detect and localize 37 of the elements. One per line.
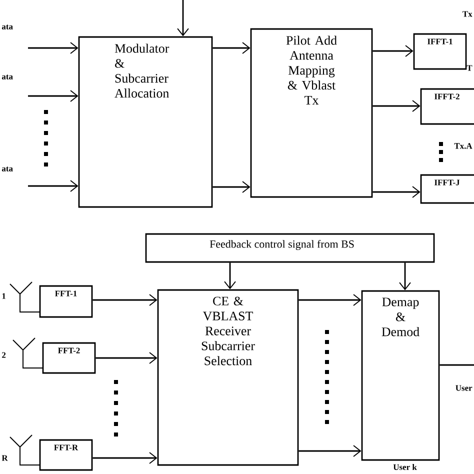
arrow [28, 90, 78, 102]
fft-box: IFFT-1 [413, 33, 467, 70]
cut-label: 2 [2, 352, 6, 358]
fft-box: FFT-2 [42, 342, 96, 374]
arrow [177, 0, 189, 36]
arrow [92, 294, 158, 306]
arrow [372, 45, 414, 57]
arrow [212, 181, 250, 193]
process-box: CE & VBLAST Receiver Subcarrier Selection [157, 289, 299, 466]
arrow [372, 100, 420, 112]
cut-label: Tx.A [454, 143, 472, 149]
fft-box: FFT-R [39, 439, 93, 471]
arrow [92, 452, 158, 464]
arrow [298, 294, 362, 306]
process-box: Modulator & Subcarrier Allocation [78, 36, 213, 208]
cut-label: ata [2, 74, 13, 80]
process-box: Demap & Demod [361, 290, 440, 461]
fft-box: IFFT-2 [420, 88, 474, 125]
fft-box: IFFT-J [420, 174, 474, 204]
arrow [96, 352, 158, 364]
arrow [212, 42, 250, 54]
arrow [372, 186, 420, 198]
arrow [399, 262, 411, 290]
cut-label: ata [2, 24, 13, 30]
arrow [298, 445, 362, 457]
process-box: Pilot Add Antenna Mapping & Vblast Tx [250, 28, 373, 198]
fft-box: FFT-1 [39, 285, 93, 318]
cut-label: ata [2, 166, 13, 172]
cut-label: Tx [462, 11, 472, 17]
cut-label: 1 [2, 293, 6, 299]
cut-label: T [466, 65, 472, 71]
cut-label: R [2, 455, 8, 461]
arrow [28, 42, 78, 54]
arrow [28, 180, 78, 192]
cut-label: User [456, 385, 472, 391]
feedback-box: Feedback control signal from BS [145, 233, 435, 263]
arrow [224, 262, 236, 290]
